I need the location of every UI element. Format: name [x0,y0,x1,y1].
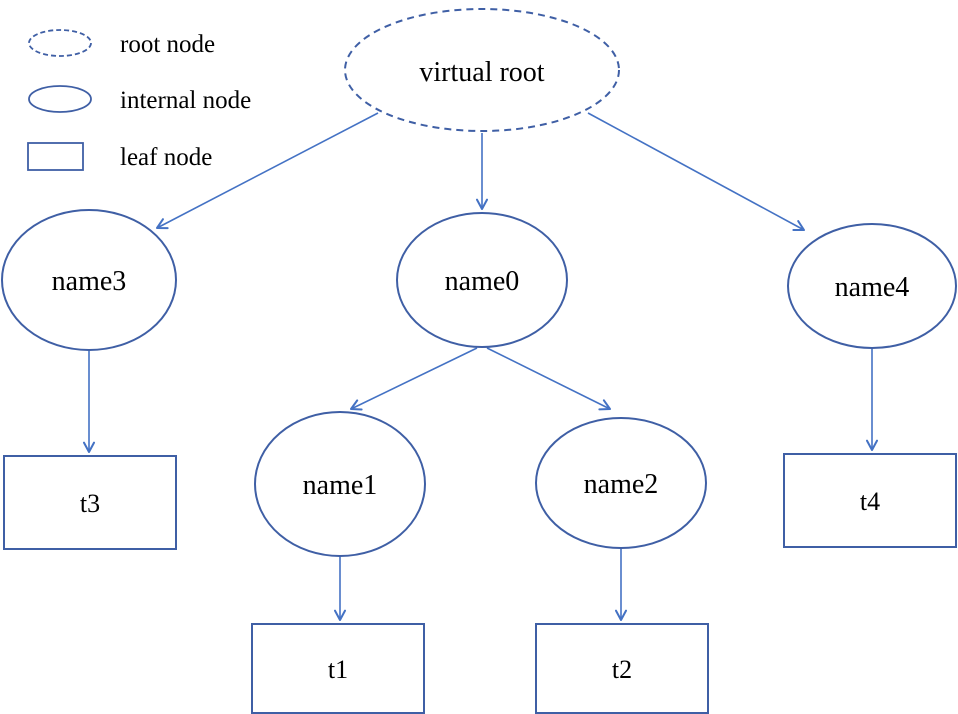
legend-root-node-swatch [28,29,92,57]
edge-virtualroot-name3 [155,112,379,230]
name3-label: name3 [52,266,127,297]
node-name2: name2 [535,417,707,549]
name4-ellipse [787,223,957,349]
t3-rect [3,455,177,550]
node-name4: name4 [787,223,957,349]
legend-internal-node-swatch [28,85,92,113]
legend-internal-node-label: internal node [120,87,251,114]
legend-leaf-node-label: leaf node [120,144,212,171]
t4-rect [783,453,957,548]
node-name0: name0 [396,212,568,348]
virtual-root-ellipse [344,8,620,132]
name2-label: name2 [584,469,659,500]
name1-ellipse [254,411,426,557]
virtual-root-label: virtual root [419,57,544,88]
name2-ellipse [535,417,707,549]
name0-label: name0 [445,266,520,297]
node-t2: t2 [535,623,709,714]
t3-label: t3 [80,489,100,518]
t4-label: t4 [860,487,880,516]
node-virtual-root: virtual root [344,8,620,132]
t2-rect [535,623,709,714]
t2-label: t2 [612,655,632,684]
edges [82,112,879,622]
node-name1: name1 [254,411,426,557]
name0-ellipse [396,212,568,348]
name4-label: name4 [835,272,910,303]
node-t3: t3 [3,455,177,550]
legend: root node internal node leaf node [27,29,251,171]
edge-name0-name1 [349,347,478,411]
name1-label: name1 [303,470,378,501]
t1-rect [251,623,425,714]
t1-label: t1 [328,655,348,684]
edge-virtualroot-name4 [587,112,806,232]
edge-name0-name2 [486,347,612,411]
node-t1: t1 [251,623,425,714]
node-t4: t4 [783,453,957,548]
legend-leaf-node-swatch [27,142,84,171]
legend-root-node-label: root node [120,31,215,58]
node-name3: name3 [1,209,177,351]
name3-ellipse [1,209,177,351]
